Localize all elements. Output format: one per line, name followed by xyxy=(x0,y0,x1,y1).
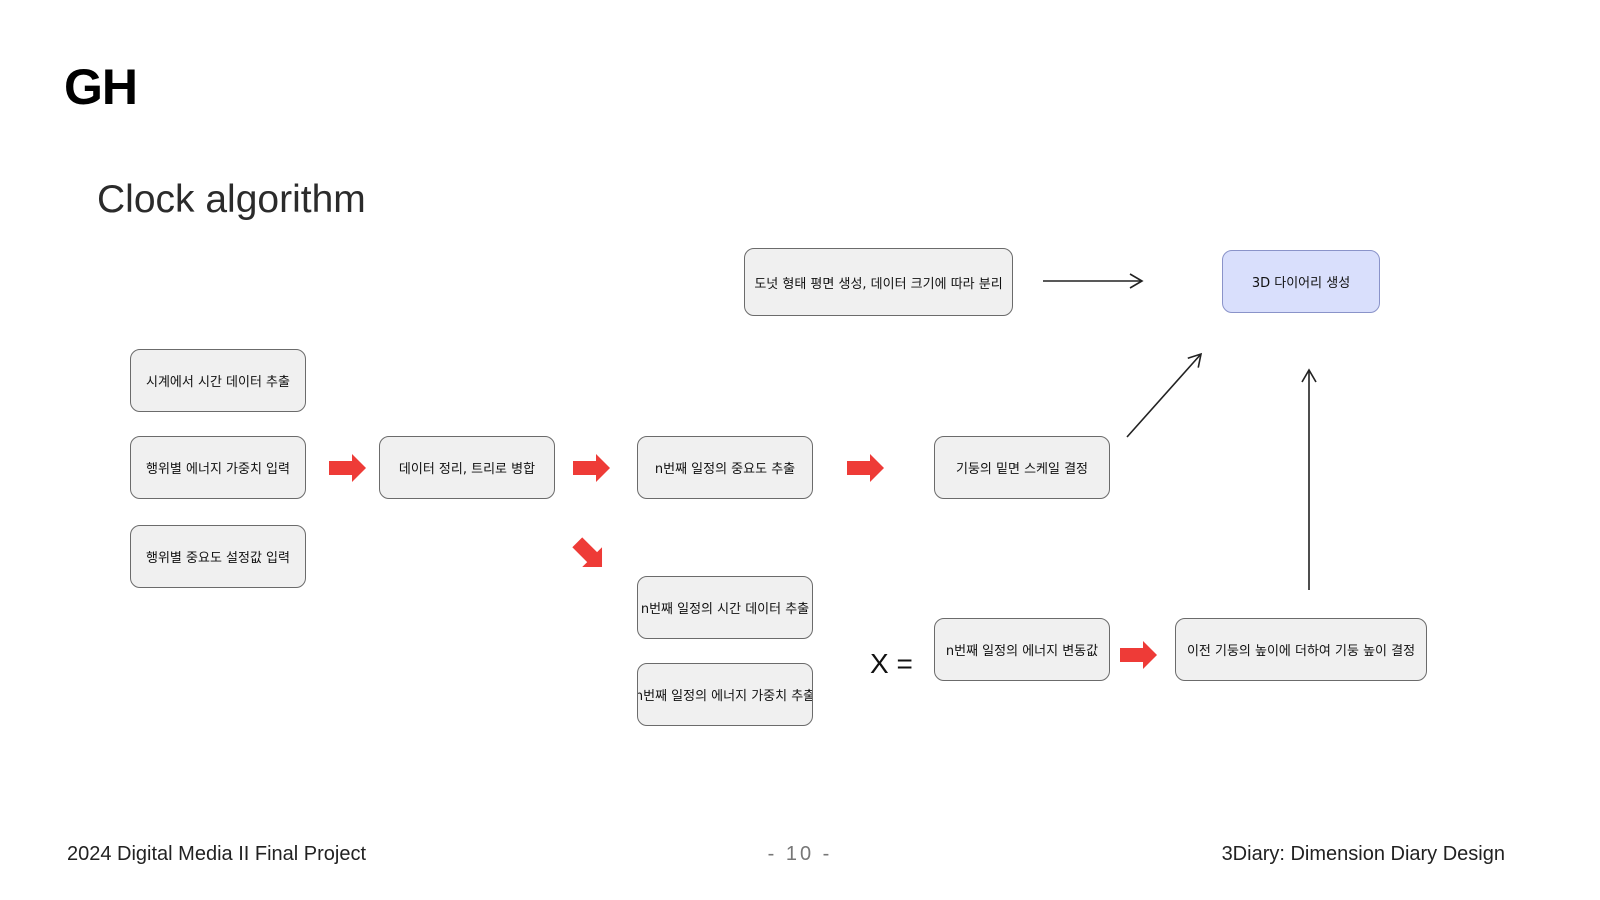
node-extract-time: 시계에서 시간 데이터 추출 xyxy=(130,349,306,412)
node-3d-diary: 3D 다이어리 생성 xyxy=(1222,250,1380,313)
node-nth-time: n번째 일정의 시간 데이터 추출 xyxy=(637,576,813,639)
footer-project-title: 3Diary: Dimension Diary Design xyxy=(1221,843,1505,865)
slide-heading: Clock algorithm xyxy=(97,178,366,221)
red-arrow-2 xyxy=(573,454,610,482)
node-importance-input: 행위별 중요도 설정값 입력 xyxy=(130,525,306,588)
arrow-base-to-3d xyxy=(1126,352,1203,438)
node-nth-energy: n번째 일정의 에너지 가중치 추출 xyxy=(637,663,813,726)
node-donut: 도넛 형태 평면 생성, 데이터 크기에 따라 분리 xyxy=(744,248,1013,316)
footer-course: 2024 Digital Media II Final Project xyxy=(67,843,367,865)
red-arrow-1 xyxy=(329,454,366,482)
node-energy-weight-input: 행위별 에너지 가중치 입력 xyxy=(130,436,306,499)
multiply-equals-operator: X = xyxy=(870,648,913,679)
node-pillar-base: 기둥의 밑면 스케일 결정 xyxy=(934,436,1110,499)
red-arrow-diagonal xyxy=(572,537,603,568)
node-energy-change: n번째 일정의 에너지 변동값 xyxy=(934,618,1110,681)
footer-page-number: - 10 - xyxy=(767,843,833,865)
node-nth-importance: n번째 일정의 중요도 추출 xyxy=(637,436,813,499)
red-arrow-4 xyxy=(1120,641,1157,669)
logo: GH xyxy=(64,59,138,115)
node-data-merge: 데이터 정리, 트리로 병합 xyxy=(379,436,555,499)
node-pillar-height: 이전 기둥의 높이에 더하여 기둥 높이 결정 xyxy=(1175,618,1427,681)
red-arrow-3 xyxy=(847,454,884,482)
